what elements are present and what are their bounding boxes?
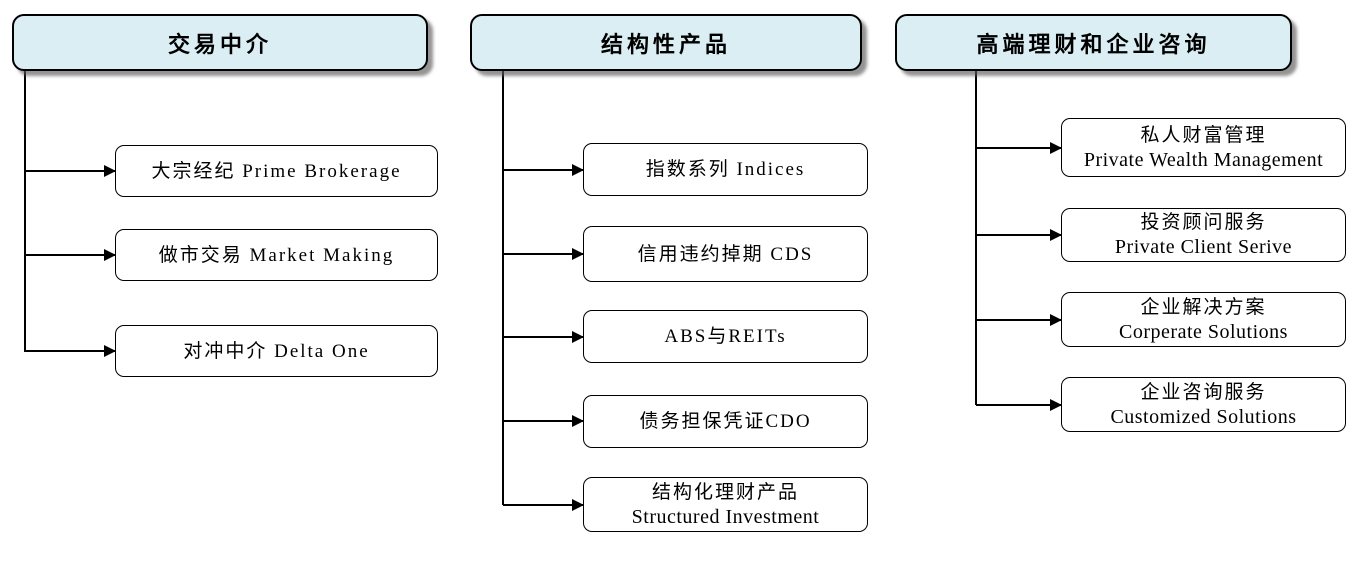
node-corporate-solutions-label-en: Corperate Solutions (1119, 320, 1288, 343)
node-cdo: 债务担保凭证CDO (583, 395, 868, 448)
header-trading-intermediary-label: 交易中介 (167, 31, 272, 57)
node-structured-investment: 结构化理财产品 Structured Investment (583, 477, 868, 532)
node-customized-solutions-label-en: Customized Solutions (1110, 405, 1297, 428)
trunk-line-col1 (24, 71, 26, 352)
arrow-connector (25, 249, 116, 261)
arrow-connector (503, 331, 584, 343)
arrow-connector (503, 248, 584, 260)
node-structured-investment-label-en: Structured Investment (631, 505, 820, 528)
trunk-line-col2 (502, 71, 504, 505)
node-abs-reits: ABS与REITs (583, 310, 868, 363)
node-customized-solutions-label-zh: 企业咨询服务 (1140, 381, 1267, 403)
node-delta-one: 对冲中介 Delta One (115, 325, 438, 377)
arrow-connector (25, 165, 116, 177)
header-trading-intermediary: 交易中介 (12, 14, 428, 71)
node-cds: 信用违约掉期 CDS (583, 226, 868, 282)
node-private-wealth-management-label-zh: 私人财富管理 (1140, 124, 1267, 146)
node-market-making: 做市交易 Market Making (115, 229, 438, 281)
node-corporate-solutions: 企业解决方案 Corperate Solutions (1061, 292, 1346, 347)
node-cds-label: 信用违约掉期 CDS (637, 243, 814, 265)
node-customized-solutions: 企业咨询服务 Customized Solutions (1061, 377, 1346, 432)
arrow-connector (25, 345, 116, 357)
trunk-line-col3 (975, 71, 977, 405)
node-prime-brokerage: 大宗经纪 Prime Brokerage (115, 145, 438, 197)
header-structured-products: 结构性产品 (470, 14, 862, 71)
node-private-wealth-management-label-en: Private Wealth Management (1083, 148, 1324, 171)
arrow-connector (503, 499, 584, 511)
arrow-connector (976, 399, 1062, 411)
arrow-connector (976, 229, 1062, 241)
node-indices-label: 指数系列 Indices (645, 159, 806, 180)
node-private-client-service-label-zh: 投资顾问服务 (1140, 212, 1267, 233)
node-private-client-service: 投资顾问服务 Private Client Serive (1061, 208, 1346, 262)
arrow-connector (976, 314, 1062, 326)
node-market-making-label: 做市交易 Market Making (158, 244, 395, 266)
node-indices: 指数系列 Indices (583, 143, 868, 196)
arrow-connector (976, 142, 1062, 154)
node-cdo-label: 债务担保凭证CDO (639, 411, 812, 432)
node-private-client-service-label-en: Private Client Serive (1114, 236, 1293, 258)
node-structured-investment-label-zh: 结构化理财产品 (651, 481, 799, 503)
arrow-connector (503, 164, 584, 176)
node-abs-reits-label: ABS与REITs (664, 326, 787, 347)
header-structured-products-label: 结构性产品 (600, 31, 731, 57)
node-delta-one-label: 对冲中介 Delta One (183, 340, 370, 362)
header-wealth-advisory-label: 高端理财和企业咨询 (976, 31, 1211, 57)
header-wealth-advisory: 高端理财和企业咨询 (895, 14, 1292, 71)
node-prime-brokerage-label: 大宗经纪 Prime Brokerage (151, 160, 402, 182)
arrow-connector (503, 415, 584, 427)
node-corporate-solutions-label-zh: 企业解决方案 (1140, 296, 1267, 318)
node-private-wealth-management: 私人财富管理 Private Wealth Management (1061, 118, 1346, 177)
